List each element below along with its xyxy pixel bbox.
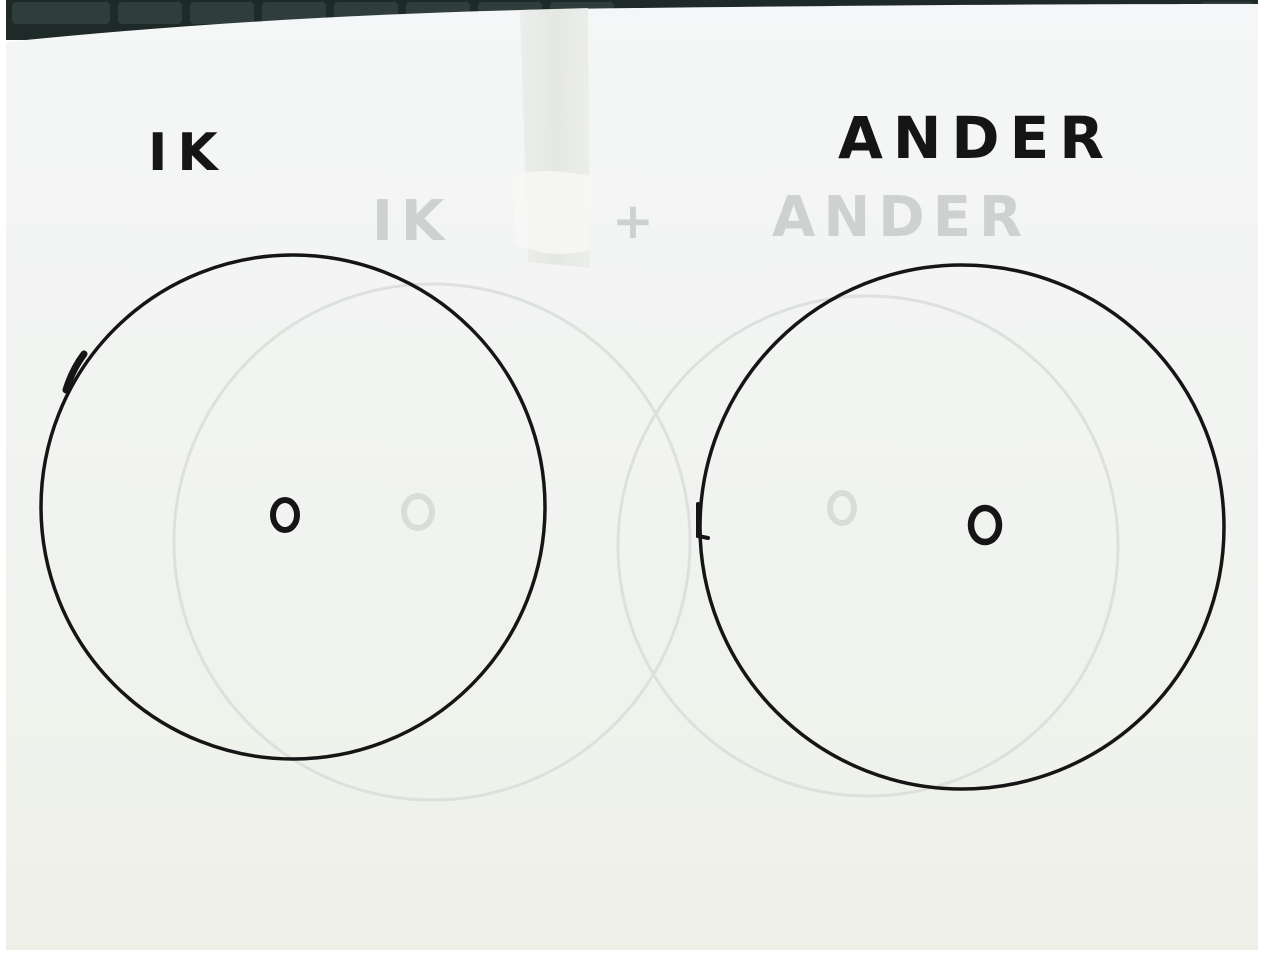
label-ik: IK (148, 123, 228, 183)
svg-text:ANDER: ANDER (772, 185, 1030, 250)
label-ander: ANDER (838, 104, 1114, 172)
svg-text:+: + (612, 192, 662, 250)
svg-text:IK: IK (372, 189, 452, 254)
